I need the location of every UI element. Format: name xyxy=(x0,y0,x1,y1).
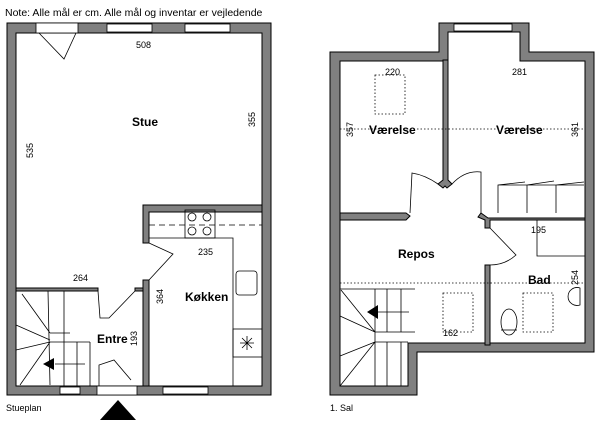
caption-stueplan: Stueplan xyxy=(6,403,42,413)
appliance-icon xyxy=(240,336,254,350)
room-label-vaerelse-right: Værelse xyxy=(496,123,543,137)
room-label-bad: Bad xyxy=(528,273,551,287)
dim-entre-height: 193 xyxy=(129,331,139,346)
dim-vaerelse-right-height: 361 xyxy=(570,122,580,137)
room-label-stue: Stue xyxy=(132,115,158,129)
caption-1-sal: 1. Sal xyxy=(330,403,353,413)
first-floor-plan: Værelse Værelse Repos Bad 220 357 281 36… xyxy=(329,22,595,413)
first-interior xyxy=(339,31,586,387)
patio-door xyxy=(35,22,79,34)
entre-wall-left xyxy=(15,287,99,292)
entrance-arrow-icon xyxy=(100,400,136,420)
skylight xyxy=(522,292,554,333)
bedroom-divider-wall xyxy=(437,59,453,189)
stair-arrow-icon xyxy=(367,305,378,319)
toilet xyxy=(500,308,518,336)
dim-vaerelse-right-width: 281 xyxy=(512,67,527,77)
dim-repos-width: 162 xyxy=(443,328,458,338)
dim-kokken-height: 364 xyxy=(155,289,165,304)
window xyxy=(453,23,513,32)
ground-floor-plan: Stue Køkken Entre 508 535 355 264 235 36… xyxy=(6,22,272,420)
washbasin xyxy=(567,287,581,306)
window xyxy=(106,23,153,33)
room-label-vaerelse-left: Værelse xyxy=(369,123,416,137)
skylight xyxy=(374,74,406,115)
room-label-kokken: Køkken xyxy=(185,290,228,304)
dim-bad-height: 254 xyxy=(570,270,580,285)
door-swing xyxy=(409,172,439,214)
door-swing xyxy=(451,171,482,213)
window xyxy=(162,386,209,395)
door-swing xyxy=(38,32,77,60)
staircase xyxy=(339,288,415,387)
bath-left-wall xyxy=(484,264,491,346)
room-label-entre: Entre xyxy=(97,332,128,346)
entre-wall-right xyxy=(134,287,144,292)
window xyxy=(184,23,231,33)
dim-vaerelse-left-width: 220 xyxy=(385,67,400,77)
wardrobe xyxy=(497,180,585,213)
sink xyxy=(235,270,258,296)
dim-kokken-width: 235 xyxy=(198,247,213,257)
dim-stue-left: 535 xyxy=(25,143,35,158)
dim-stue-right: 355 xyxy=(247,112,257,127)
dim-stue-bottom: 264 xyxy=(73,273,88,283)
room-label-repos: Repos xyxy=(398,247,435,261)
dim-bad-width: 195 xyxy=(531,225,546,235)
door-swing xyxy=(97,290,136,319)
dim-stue-width: 508 xyxy=(136,40,151,50)
fridge xyxy=(232,328,263,358)
door-swing xyxy=(489,227,517,266)
kitchen-left-wall xyxy=(142,279,150,387)
landing-wall-left xyxy=(339,212,411,221)
skylight xyxy=(442,292,474,333)
door-swing xyxy=(98,359,132,386)
front-door xyxy=(96,385,138,396)
stair-arrow-icon xyxy=(43,358,54,370)
kitchen-top-wall xyxy=(142,204,263,244)
note-text: Note: Alle mål er cm. Alle mål og invent… xyxy=(5,7,263,19)
stove xyxy=(184,209,216,239)
staircase xyxy=(15,290,91,386)
window xyxy=(59,386,81,395)
dim-vaerelse-left-height: 357 xyxy=(345,122,355,137)
door-swing xyxy=(148,242,174,281)
landing-wall-right xyxy=(477,212,586,229)
